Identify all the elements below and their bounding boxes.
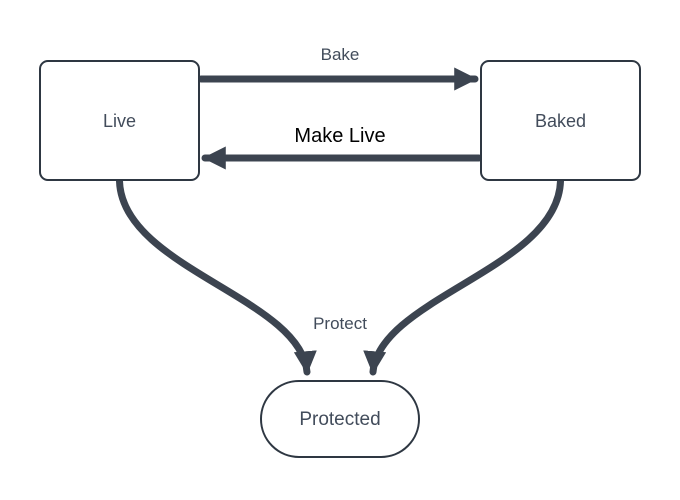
node-live[interactable]: Live bbox=[39, 60, 200, 181]
node-baked-label: Baked bbox=[534, 110, 587, 131]
node-live-label: Live bbox=[102, 110, 137, 131]
edge-label-make-live: Make Live bbox=[291, 124, 389, 148]
node-protected[interactable]: Protected bbox=[260, 380, 420, 458]
edge-label-protect: Protect bbox=[310, 314, 370, 335]
node-protected-label: Protected bbox=[299, 408, 381, 430]
node-baked[interactable]: Baked bbox=[480, 60, 641, 181]
edge-label-bake: Bake bbox=[317, 45, 363, 66]
edge-protect-from-baked-arrow[interactable] bbox=[363, 177, 564, 376]
edge-protect-from-live-arrow[interactable] bbox=[116, 177, 317, 376]
